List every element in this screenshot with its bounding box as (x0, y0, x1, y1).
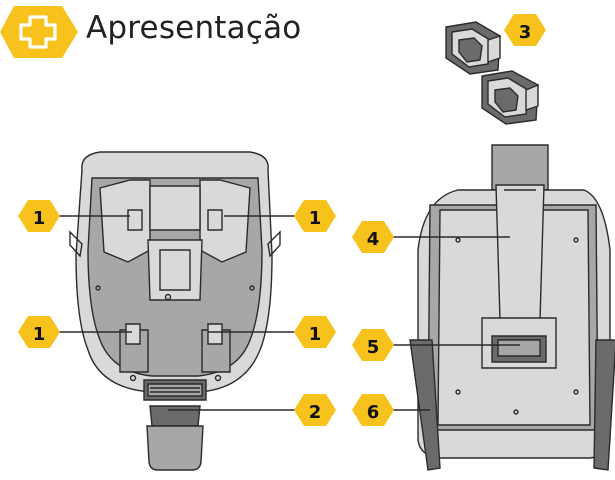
base-rear-view (409, 144, 615, 471)
isofix-guide-pair (445, 21, 539, 125)
callout-2: 2 (294, 394, 336, 426)
callout-1-bottom-left: 1 (18, 316, 60, 348)
callout-label: 4 (367, 229, 380, 250)
callout-label: 2 (309, 402, 322, 423)
callout-label: 1 (309, 208, 322, 229)
callout-label: 1 (309, 324, 322, 345)
page-title: Apresentação (86, 10, 302, 46)
callout-1-top-right: 1 (294, 200, 336, 232)
callout-label: 5 (367, 337, 380, 358)
callout-label: 6 (367, 402, 380, 423)
callout-label: 3 (519, 22, 532, 43)
callout-4: 4 (352, 221, 394, 253)
callout-3: 3 (504, 14, 546, 46)
base-front-view (69, 151, 281, 471)
callout-label: 1 (33, 208, 46, 229)
first-aid-cross-icon (0, 6, 78, 58)
isofix-guide-top (445, 21, 501, 75)
callout-5: 5 (352, 329, 394, 361)
callout-1-bottom-right: 1 (294, 316, 336, 348)
callout-label: 1 (33, 324, 46, 345)
isofix-guide-bottom (481, 70, 539, 125)
callout-1-top-left: 1 (18, 200, 60, 232)
callout-6: 6 (352, 394, 394, 426)
